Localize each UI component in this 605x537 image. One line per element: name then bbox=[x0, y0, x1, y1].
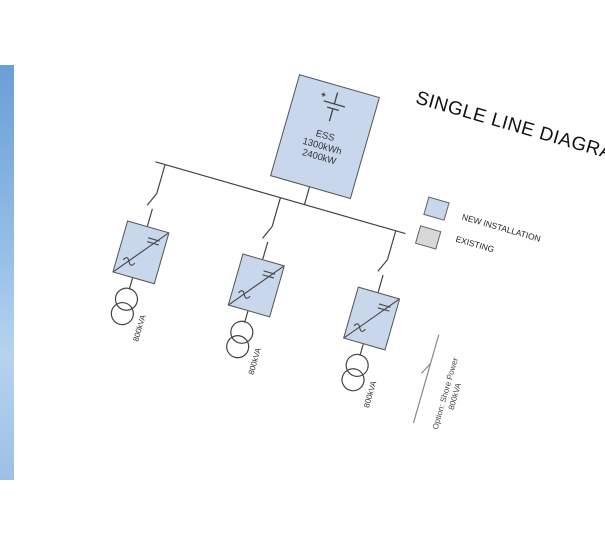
switch-2 bbox=[262, 226, 273, 239]
transformer-2-bottom bbox=[226, 335, 250, 359]
feeder-2-drop bbox=[271, 197, 281, 227]
diagram-sheet: ESS 1300kWh 2400kW SINGLE LINE DIAGRAM N… bbox=[110, 74, 605, 431]
inverter-icon bbox=[228, 265, 284, 306]
battery-icon bbox=[321, 92, 346, 122]
inverter-1 bbox=[112, 220, 170, 285]
transformer-3-top bbox=[345, 353, 369, 377]
ess-label-block: ESS 1300kWh 2400kW bbox=[278, 120, 366, 174]
background-sky-strip bbox=[0, 65, 14, 480]
shore-power-line bbox=[412, 334, 440, 424]
inverter-icon bbox=[343, 298, 400, 339]
transformer-1-bottom bbox=[110, 302, 134, 326]
inverter-icon bbox=[113, 232, 169, 273]
inverter-2 bbox=[227, 253, 285, 318]
ess-box: ESS 1300kWh 2400kW bbox=[269, 74, 380, 200]
ess-feeder-line bbox=[303, 185, 311, 205]
feeder-3-drop bbox=[386, 230, 397, 260]
switch-1 bbox=[146, 193, 158, 206]
switch-3 bbox=[377, 259, 388, 272]
transformer-1-top bbox=[114, 287, 139, 311]
inverter-3 bbox=[343, 286, 401, 351]
transformer-3-bottom bbox=[341, 368, 365, 392]
feeder-1-drop bbox=[156, 164, 166, 194]
transformer-2-top bbox=[230, 320, 254, 344]
